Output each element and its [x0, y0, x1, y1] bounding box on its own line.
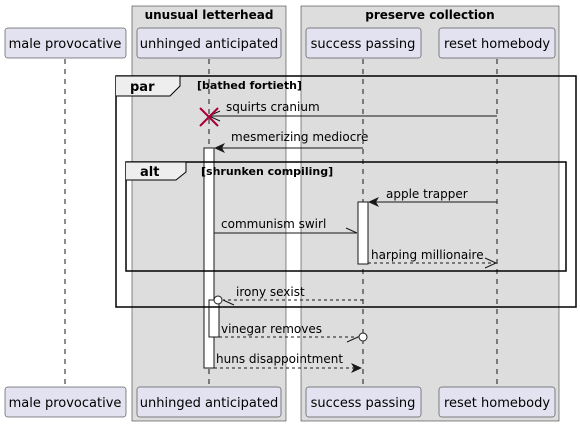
participant-male-provocative-top[interactable]: male provocative: [4, 27, 127, 59]
participant-label: unhinged anticipated: [140, 37, 278, 52]
activation-bar-unhinged-1: [203, 147, 215, 369]
message-irony-sexist: irony sexist: [213, 285, 363, 306]
message-label: vinegar removes: [221, 322, 322, 336]
message-mesmerizing-mediocre: mesmerizing mediocre: [214, 130, 368, 153]
fragment-guard: [bathed fortieth]: [197, 79, 302, 92]
message-label: communism swirl: [221, 217, 326, 231]
message-label: irony sexist: [236, 285, 305, 299]
participant-label: male provocative: [9, 396, 122, 411]
activation-bar-unhinged-2: [208, 299, 220, 338]
participant-success-passing-top[interactable]: success passing: [305, 27, 422, 59]
participant-unhinged-anticipated-top[interactable]: unhinged anticipated: [136, 27, 282, 59]
participant-unhinged-anticipated-bottom[interactable]: unhinged anticipated: [136, 386, 282, 418]
message-squirts-cranium: squirts cranium: [199, 100, 497, 127]
fragment-guard: [shrunken compiling]: [201, 165, 333, 178]
message-label: huns disappointment: [216, 352, 343, 366]
activation-bar-success-1: [357, 201, 369, 265]
box-title: preserve collection: [365, 8, 494, 22]
participant-label: success passing: [311, 396, 416, 411]
lost-message-circle: [213, 295, 223, 305]
message-label: squirts cranium: [226, 100, 320, 114]
participant-label: success passing: [311, 37, 416, 52]
fragment-keyword: alt: [140, 165, 159, 180]
participant-label: unhinged anticipated: [140, 396, 278, 411]
message-label: harping millionaire: [371, 248, 484, 262]
participant-male-provocative-bottom[interactable]: male provocative: [4, 386, 127, 418]
box-title: unusual letterhead: [145, 8, 274, 22]
participant-success-passing-bottom[interactable]: success passing: [305, 386, 422, 418]
participant-label: male provocative: [9, 37, 122, 52]
message-label: mesmerizing mediocre: [231, 130, 368, 144]
participant-reset-homebody-bottom[interactable]: reset homebody: [438, 386, 556, 418]
participant-label: reset homebody: [444, 396, 550, 411]
fragment-keyword: par: [130, 80, 155, 95]
found-message-circle: [358, 332, 368, 342]
message-apple-trapper: apple trapper: [368, 187, 497, 207]
fragment-par: par [bathed fortieth]: [115, 75, 577, 308]
box-preserve-collection: preserve collection: [300, 5, 560, 422]
message-harping-millionaire: harping millionaire: [368, 248, 498, 269]
fragment-alt: alt [shrunken compiling]: [125, 161, 567, 272]
participant-reset-homebody-top[interactable]: reset homebody: [438, 27, 556, 59]
destroy-icon: [199, 107, 219, 127]
message-huns-disappointment: huns disappointment: [214, 352, 362, 373]
message-label: apple trapper: [386, 187, 468, 201]
message-vinegar-removes: vinegar removes: [219, 322, 368, 343]
message-communism-swirl: communism swirl: [214, 217, 358, 234]
participant-label: reset homebody: [444, 37, 550, 52]
